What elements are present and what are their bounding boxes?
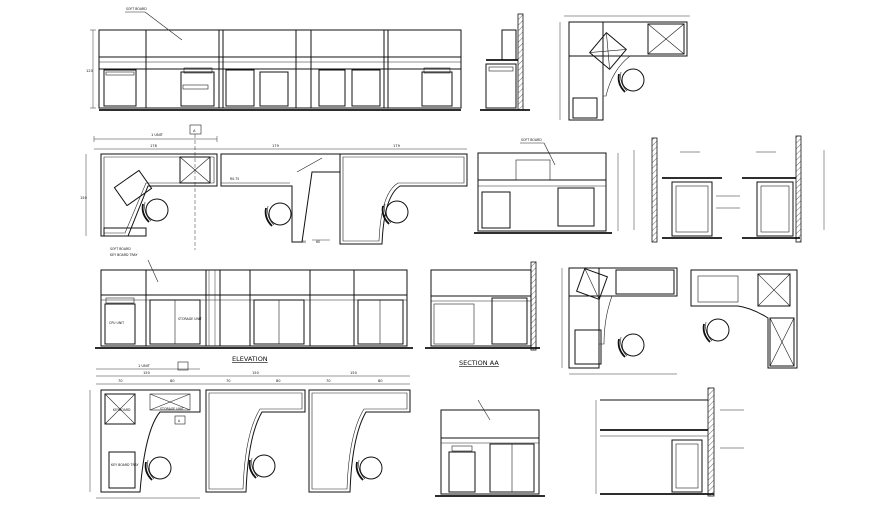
bottom-mid-elevation	[435, 399, 545, 497]
top-plan-dim-2: 179	[272, 144, 280, 148]
bottom-plan-keyboard-label: KEYBOARD	[113, 408, 131, 412]
bottom-plan-part-1: 70	[118, 379, 123, 383]
top-plan-softboard-label: SOFT BOARD	[110, 247, 131, 251]
section-aa: SECTION AA	[425, 261, 540, 367]
bottom-plan-part-5: 70	[326, 379, 331, 383]
top-plan-keyboard-tray-label: KEY BOARD TRAY	[110, 253, 137, 257]
right-sections-row2	[633, 135, 825, 243]
top-plan-section-marker: A	[193, 129, 196, 133]
elevation-caption: ELEVATION	[232, 355, 268, 363]
mid-elevation-softboard-label: SOFT BOARD	[521, 138, 542, 142]
bottom-plan-total-2: 150	[252, 371, 260, 375]
top-plan-diag-dim: R0.75	[230, 177, 239, 181]
bottom-plan-storage-label: STORAGE UNIT	[160, 407, 184, 411]
bottom-plan: 1 UNIT 150 150 150 70 80 70 80 70 80 KEY…	[89, 361, 411, 499]
bottom-plan-section-marker: A	[178, 419, 181, 423]
elevation-storage-label: STORAGE UNIT	[178, 317, 202, 321]
bottom-plan-total-3: 150	[350, 371, 358, 375]
bottom-plan-part-3: 70	[226, 379, 231, 383]
top-elevation-softboard-label: SOFT BOARD	[126, 7, 147, 11]
bottom-right-section	[595, 387, 744, 497]
bottom-plan-total-1: 150	[143, 371, 151, 375]
top-plan-dim-3: 179	[393, 144, 401, 148]
top-plan-small-dim-2: 60	[316, 240, 320, 244]
top-plan: 1 UNIT 178 179 179 A SOFT BOARD KEY BOAR…	[80, 124, 468, 257]
top-elevation: 120 SOFT BOARD	[86, 7, 462, 111]
top-plan-dim-1: 178	[150, 144, 158, 148]
top-plan-unit-label: 1 UNIT	[151, 133, 164, 137]
elevation-cpu-label: CPU UNIT	[109, 321, 124, 325]
mid-elevation: SOFT BOARD	[474, 138, 619, 234]
section-caption: SECTION AA	[459, 359, 499, 367]
row3-right-plans	[561, 267, 798, 375]
top-side-section	[480, 13, 530, 111]
top-right-plan	[559, 15, 690, 121]
main-elevation: CPU UNIT STORAGE UNIT ELEVATION	[95, 259, 413, 363]
bottom-plan-part-2: 80	[170, 379, 175, 383]
bottom-plan-unit-label: 1 UNIT	[138, 364, 151, 368]
top-plan-small-dim-1: 30	[302, 240, 306, 244]
top-plan-height-dim: 150	[80, 196, 88, 200]
bottom-plan-keytray-label: KEY BOARD TRAY	[111, 463, 138, 467]
elevation-height-dim: 120	[86, 69, 94, 73]
bottom-plan-part-6: 80	[378, 379, 383, 383]
bottom-plan-part-4: 80	[276, 379, 281, 383]
